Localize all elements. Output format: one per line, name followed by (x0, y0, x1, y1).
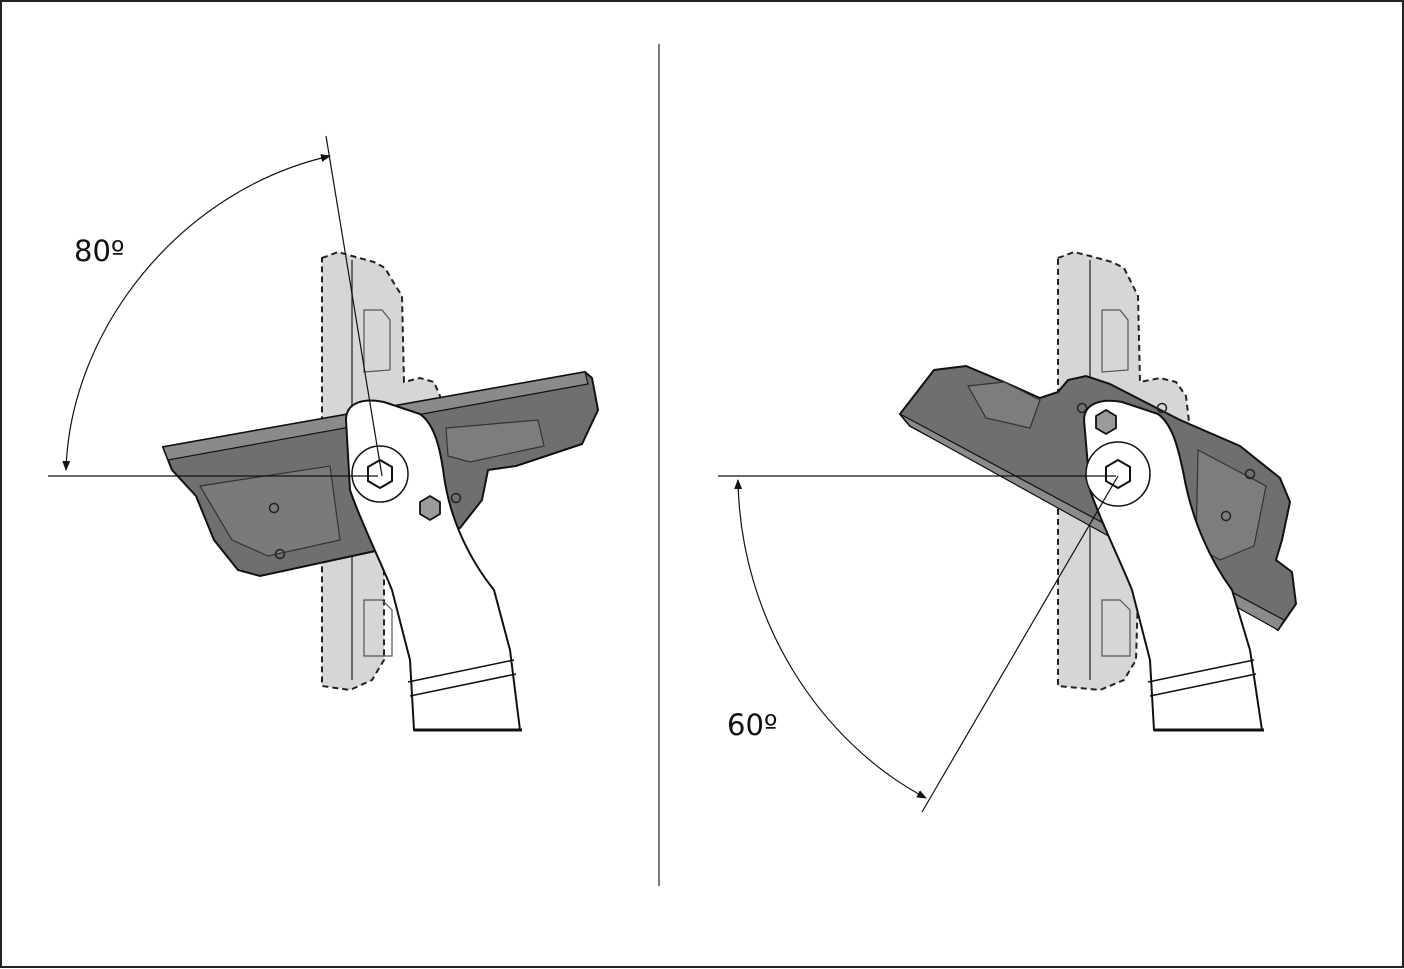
left-bracket-arm (344, 399, 522, 732)
left-angle-arc (62, 154, 331, 471)
right-angle-label: 60º (727, 708, 778, 742)
left-tilt-reference (325, 135, 383, 477)
right-angle-arc (734, 479, 927, 799)
right-tilt-reference (921, 475, 1119, 813)
right-panel: 60º (718, 250, 1298, 813)
left-angle-label: 80º (74, 234, 125, 268)
right-bracket-arm (1082, 399, 1264, 732)
left-panel: 80º (48, 135, 600, 732)
